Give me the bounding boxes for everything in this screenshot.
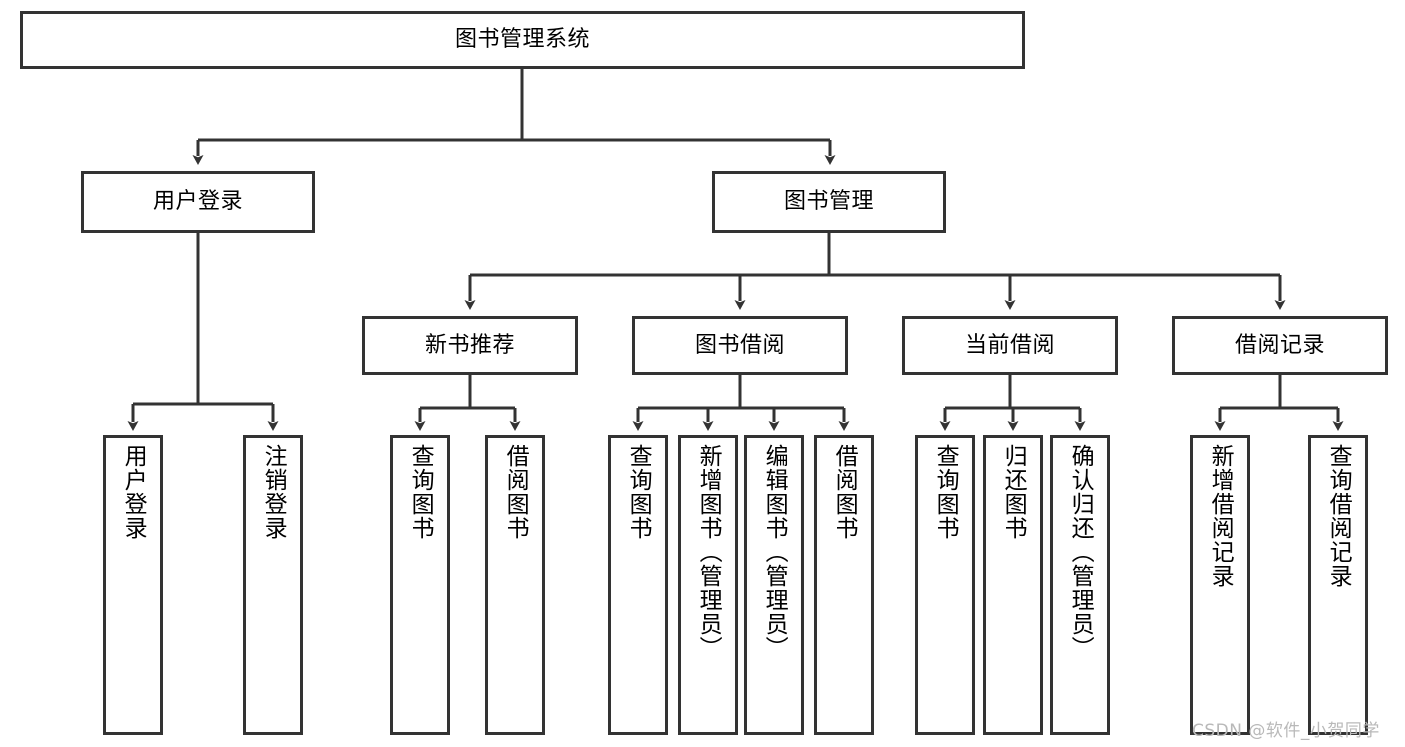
node-root-label: 图书管理系统 xyxy=(454,27,590,53)
node-book-manage[interactable]: 图书管理 xyxy=(712,171,946,233)
node-book-borrow-label: 图书借阅 xyxy=(694,332,785,358)
node-leaf-edit-book[interactable]: 编辑图书（管理员） xyxy=(744,435,804,735)
node-leaf-query-book-1[interactable]: 查询图书 xyxy=(390,435,450,735)
node-leaf-query-record-label: 查询借阅记录 xyxy=(1325,444,1352,588)
node-borrow-records[interactable]: 借阅记录 xyxy=(1172,316,1388,375)
node-leaf-add-book-label: 新增图书（管理员） xyxy=(695,444,722,660)
node-user-login[interactable]: 用户登录 xyxy=(81,171,315,233)
node-leaf-borrow-book-1[interactable]: 借阅图书 xyxy=(485,435,545,735)
csdn-watermark: CSDN @软件_小贺同学 xyxy=(1192,721,1380,741)
node-leaf-confirm-return[interactable]: 确认归还（管理员） xyxy=(1050,435,1110,735)
node-leaf-borrow-book-2-label: 借阅图书 xyxy=(831,444,858,540)
node-leaf-query-book-2[interactable]: 查询图书 xyxy=(608,435,668,735)
node-current-borrow[interactable]: 当前借阅 xyxy=(902,316,1118,375)
node-leaf-return-book[interactable]: 归还图书 xyxy=(983,435,1043,735)
node-leaf-query-record[interactable]: 查询借阅记录 xyxy=(1308,435,1368,735)
node-leaf-user-login[interactable]: 用户登录 xyxy=(103,435,163,735)
node-leaf-query-book-2-label: 查询图书 xyxy=(625,444,652,540)
node-leaf-add-record[interactable]: 新增借阅记录 xyxy=(1190,435,1250,735)
node-leaf-logout[interactable]: 注销登录 xyxy=(243,435,303,735)
node-leaf-confirm-return-label: 确认归还（管理员） xyxy=(1067,444,1094,660)
node-leaf-query-book-3[interactable]: 查询图书 xyxy=(915,435,975,735)
node-book-borrow[interactable]: 图书借阅 xyxy=(632,316,848,375)
node-leaf-user-login-label: 用户登录 xyxy=(120,444,147,540)
node-root[interactable]: 图书管理系统 xyxy=(20,11,1025,69)
node-current-borrow-label: 当前借阅 xyxy=(964,332,1055,358)
node-leaf-query-book-3-label: 查询图书 xyxy=(932,444,959,540)
node-leaf-return-book-label: 归还图书 xyxy=(1000,444,1027,540)
node-leaf-borrow-book-2[interactable]: 借阅图书 xyxy=(814,435,874,735)
node-leaf-borrow-book-1-label: 借阅图书 xyxy=(502,444,529,540)
node-leaf-add-book[interactable]: 新增图书（管理员） xyxy=(678,435,738,735)
node-new-book-recommend-label: 新书推荐 xyxy=(424,332,515,358)
node-borrow-records-label: 借阅记录 xyxy=(1234,332,1325,358)
node-leaf-query-book-1-label: 查询图书 xyxy=(407,444,434,540)
node-book-manage-label: 图书管理 xyxy=(783,189,874,215)
node-new-book-recommend[interactable]: 新书推荐 xyxy=(362,316,578,375)
node-leaf-edit-book-label: 编辑图书（管理员） xyxy=(761,444,788,660)
node-leaf-logout-label: 注销登录 xyxy=(260,444,287,540)
node-leaf-add-record-label: 新增借阅记录 xyxy=(1207,444,1234,588)
node-user-login-label: 用户登录 xyxy=(152,189,243,215)
